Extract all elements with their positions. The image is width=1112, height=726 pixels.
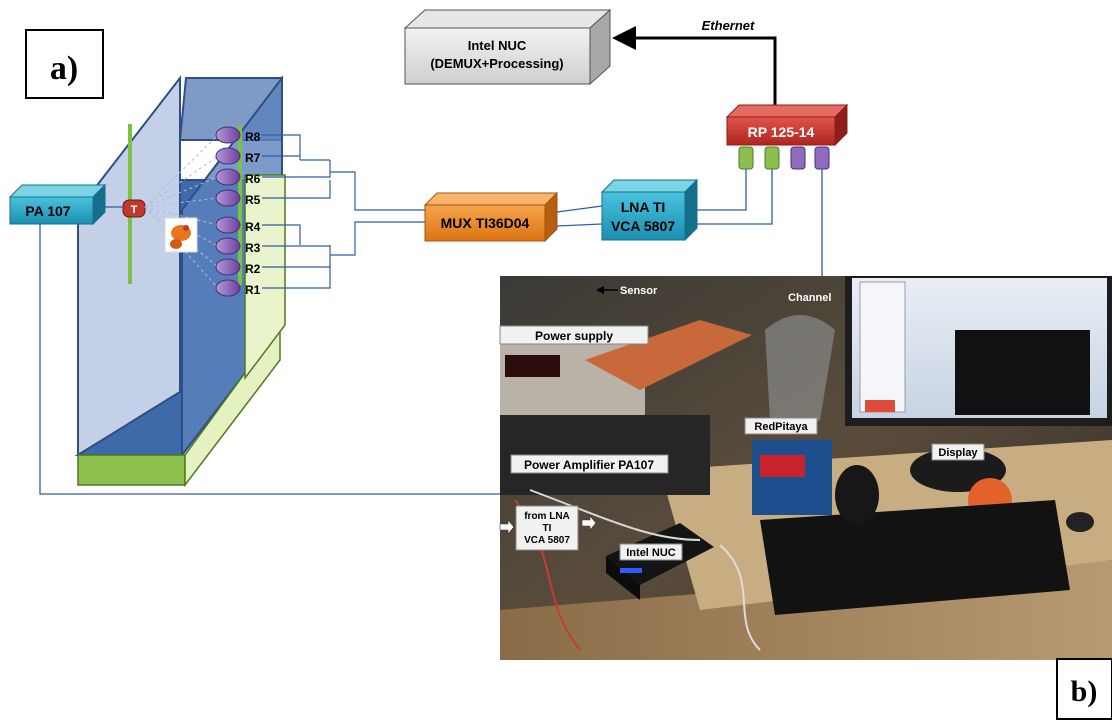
panel-b-label: b) (1056, 658, 1112, 720)
fish-icon (164, 217, 198, 253)
lna-label-1: LNA TI (621, 199, 666, 215)
receiver-wires (262, 134, 425, 289)
redpitaya-label: RedPitaya (744, 417, 818, 435)
receiver-r5: R5 (215, 189, 261, 207)
pa-box: PA 107 (8, 183, 107, 226)
lna-box: LNA TI VCA 5807 (600, 178, 699, 242)
power-supply-label: Power supply (499, 325, 649, 345)
svg-text:R4: R4 (245, 220, 261, 234)
ethernet-label: Ethernet (702, 18, 755, 33)
receiver-r1: R1 (215, 279, 261, 297)
transmitter-label: T (131, 204, 138, 216)
receiver-r6: R6 (215, 168, 261, 186)
photo-labels: Sensor Channel Power supply RedPitaya Di… (499, 285, 985, 561)
svg-text:b): b) (1071, 675, 1098, 708)
svg-text:Intel NUC: Intel NUC (626, 547, 676, 559)
svg-text:Power Amplifier PA107: Power Amplifier PA107 (524, 458, 654, 472)
svg-text:R2: R2 (245, 262, 261, 276)
transmitter: T (122, 199, 146, 218)
receiver-array: R8 R7 R6 R5 R4 R3 R2 R1 (215, 126, 261, 297)
channel-label: Channel (788, 292, 831, 304)
rp-label: RP 125-14 (748, 124, 815, 140)
intel-nuc-box: Intel NUC (DEMUX+Processing) (403, 8, 612, 86)
receiver-r7: R7 (215, 147, 261, 165)
display-label: Display (931, 443, 985, 461)
mux-lna-wires (556, 205, 603, 227)
svg-text:R1: R1 (245, 283, 261, 297)
svg-text:TI: TI (543, 523, 552, 534)
svg-text:R8: R8 (245, 130, 261, 144)
ethernet-link: Ethernet (612, 18, 777, 105)
receiver-r4: R4 (215, 216, 261, 234)
svg-text:a): a) (50, 50, 78, 87)
svg-text:Sensor: Sensor (620, 285, 658, 297)
intel-nuc-label: Intel NUC (619, 543, 683, 561)
svg-text:R3: R3 (245, 241, 261, 255)
power-amp-label: Power Amplifier PA107 (510, 454, 669, 474)
svg-text:VCA 5807: VCA 5807 (524, 535, 570, 546)
lna-label-2: VCA 5807 (611, 218, 675, 234)
mux-label: MUX TI36D04 (441, 215, 530, 231)
svg-text:RedPitaya: RedPitaya (754, 421, 808, 433)
sensor-label: Sensor (596, 285, 658, 297)
nuc-title: Intel NUC (468, 38, 527, 53)
svg-text:Channel: Channel (788, 292, 831, 304)
svg-text:Power supply: Power supply (535, 329, 613, 343)
panel-a-label: a) (25, 29, 104, 99)
mux-box: MUX TI36D04 (423, 191, 559, 243)
pa-label: PA 107 (25, 203, 70, 219)
rp-box: RP 125-14 (725, 103, 849, 170)
svg-text:Display: Display (938, 447, 978, 459)
svg-text:R6: R6 (245, 172, 261, 186)
receiver-r8: R8 (215, 126, 261, 144)
nuc-subtitle: (DEMUX+Processing) (430, 56, 563, 71)
from-lna-label: from LNA TI VCA 5807 (499, 505, 597, 551)
svg-text:R7: R7 (245, 151, 261, 165)
svg-text:R5: R5 (245, 193, 261, 207)
receiver-r2: R2 (215, 258, 261, 276)
svg-text:from LNA: from LNA (524, 511, 570, 522)
pa-feedback-wire (39, 224, 500, 495)
rp-wires (697, 169, 823, 276)
receiver-r3: R3 (215, 237, 261, 255)
